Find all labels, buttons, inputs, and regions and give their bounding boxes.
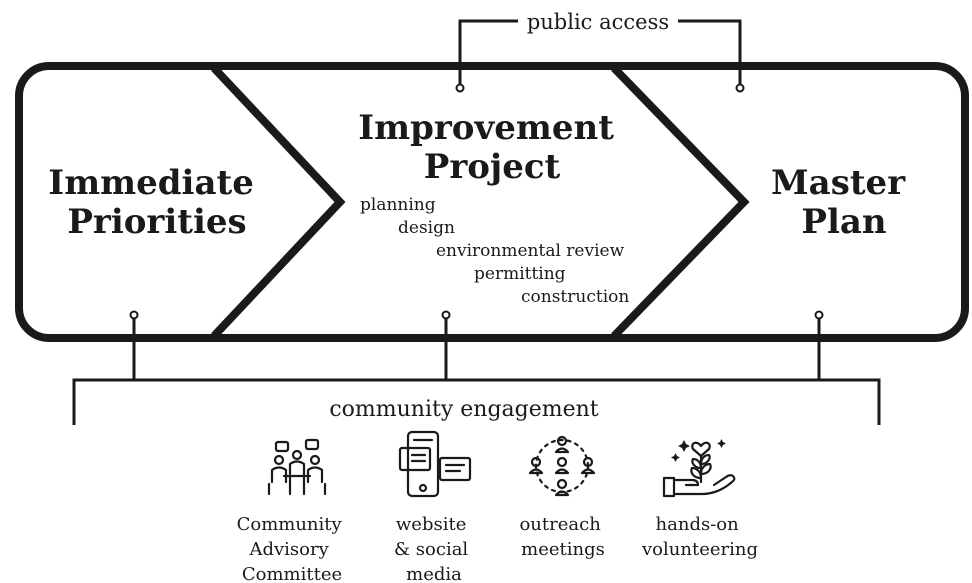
channel-label-community-advisory-committee: Community Advisory Committee <box>237 514 348 583</box>
stage-title-immediate-priorities: Immediate Priorities <box>48 163 265 242</box>
community-engagement-label: community engagement <box>329 397 598 422</box>
hands-on-volunteering-icon <box>662 439 736 498</box>
public-access-connector <box>455 19 745 93</box>
process-frame <box>15 62 969 342</box>
stage-title-master-plan: Master Plan <box>771 163 917 242</box>
stage-title-improvement-project: Improvement Project <box>358 108 626 187</box>
community-engagement-connector <box>72 310 881 425</box>
channel-label-hands-on-volunteering: hands-on volunteering <box>641 514 758 560</box>
website-social-media-icon <box>398 430 472 498</box>
public-access-label: public access <box>527 10 669 34</box>
advisory-committee-meeting-icon <box>267 438 327 496</box>
project-step-design: design <box>398 218 455 238</box>
project-step-construction: construction <box>521 287 629 307</box>
project-step-permitting: permitting <box>474 264 566 284</box>
chevron-divider-1 <box>211 65 346 339</box>
chevron-divider-2 <box>611 65 750 339</box>
channel-label-outreach-meetings: outreach meetings <box>519 514 606 560</box>
project-step-planning: planning <box>360 195 436 215</box>
outreach-meetings-icon <box>528 435 596 497</box>
project-step-environmental-review: environmental review <box>436 241 625 261</box>
channel-label-website-social-media: website & social media <box>394 514 474 583</box>
